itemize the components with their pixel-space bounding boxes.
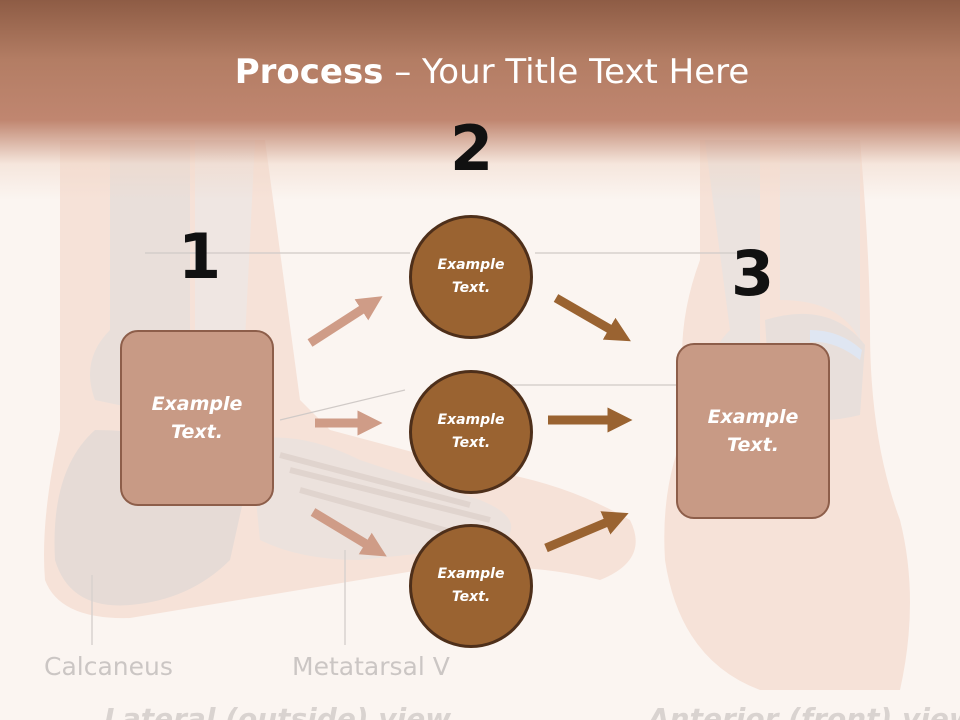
circle-bottom[interactable]: Example Text. <box>409 524 533 648</box>
label-metatarsal: Metatarsal V <box>292 652 450 681</box>
step-1-text: Example Text. <box>151 392 243 444</box>
step-3-box[interactable]: Example Text. <box>676 343 830 519</box>
step-3-text: Example Text. <box>707 405 799 457</box>
header-band <box>0 0 960 200</box>
circle-middle-text: Example Text. <box>437 411 505 451</box>
step-1-box[interactable]: Example Text. <box>120 330 274 506</box>
step-number-3: 3 <box>731 237 775 310</box>
caption-lateral-view: Lateral (outside) view <box>104 702 452 720</box>
title-bold: Process <box>234 52 384 92</box>
title-rest: – Your Title Text Here <box>383 52 750 92</box>
arrow-1-to-top <box>307 296 383 347</box>
step-number-2: 2 <box>450 112 494 185</box>
arrow-top-to-3 <box>553 294 631 342</box>
arrow-1-to-bottom <box>310 508 387 557</box>
caption-anterior-view: Anterior (front) view <box>648 702 960 720</box>
arrow-bottom-to-3 <box>544 511 629 553</box>
circle-top[interactable]: Example Text. <box>409 215 533 339</box>
slide-title: Process – Your Title Text Here <box>0 52 960 92</box>
circle-top-text: Example Text. <box>437 256 505 296</box>
step-number-1: 1 <box>178 220 222 293</box>
label-calcaneus: Calcaneus <box>44 652 173 681</box>
circle-middle[interactable]: Example Text. <box>409 370 533 494</box>
circle-bottom-text: Example Text. <box>437 565 505 605</box>
